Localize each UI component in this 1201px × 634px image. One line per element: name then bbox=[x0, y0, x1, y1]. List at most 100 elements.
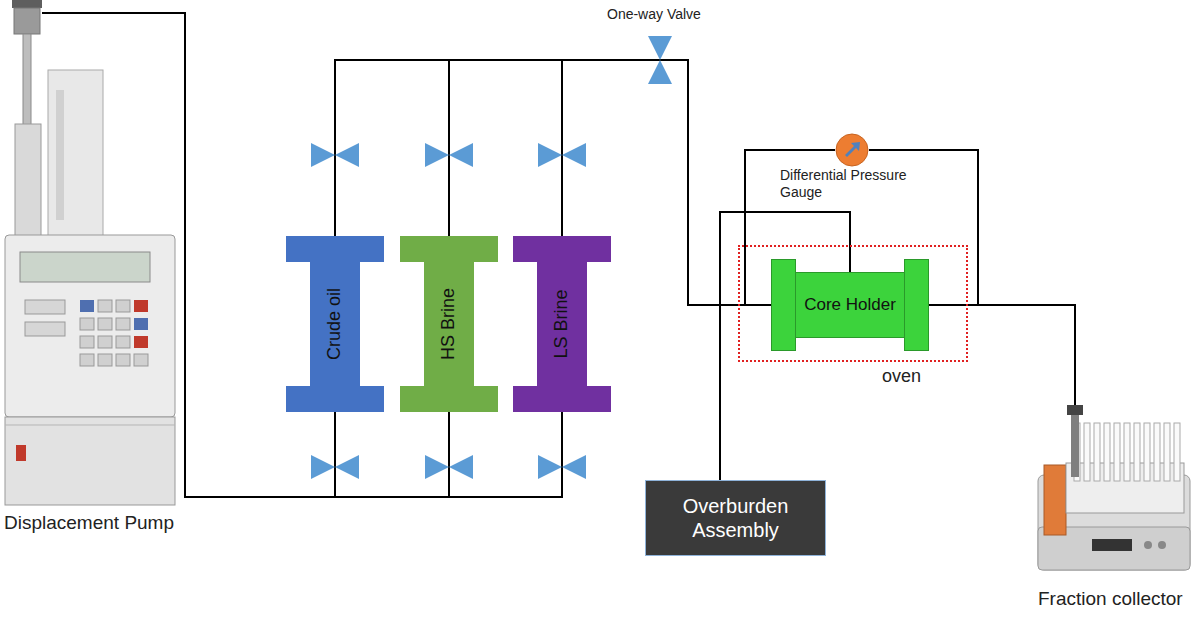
valve-symbol-part bbox=[425, 455, 449, 479]
core-holder: Core Holder bbox=[795, 272, 905, 338]
valve-label: One-way Valve bbox=[607, 6, 701, 23]
fraction-collector-illustration-part bbox=[1044, 465, 1066, 535]
cylinder-cap bbox=[286, 386, 384, 412]
node-caption: Displacement Pump bbox=[4, 512, 174, 535]
pump-illustration-part bbox=[5, 425, 175, 426]
pump-illustration-part bbox=[5, 235, 175, 417]
pump-illustration bbox=[5, 0, 181, 505]
valve-symbol-part bbox=[648, 36, 672, 60]
pump-illustration-part bbox=[116, 318, 130, 330]
fraction-collector-illustration-part bbox=[1104, 423, 1110, 481]
cylinder-cap bbox=[286, 236, 384, 262]
cylinder-cap bbox=[513, 236, 611, 262]
pipe-line bbox=[562, 60, 795, 305]
pump-illustration-part bbox=[42, 12, 181, 14]
fraction-collector-illustration-part bbox=[1134, 423, 1140, 481]
fraction-collector-illustration-part bbox=[1094, 423, 1100, 481]
pump-illustration-part bbox=[16, 445, 26, 461]
pump-illustration-part bbox=[25, 322, 65, 336]
pump-illustration-part bbox=[80, 354, 94, 366]
collector-node: Fraction collector bbox=[1030, 405, 1198, 620]
pump-illustration-part bbox=[98, 354, 112, 366]
gauge-outline bbox=[835, 133, 869, 167]
pump-illustration-part bbox=[80, 300, 94, 312]
pump-illustration-part bbox=[23, 34, 31, 126]
pump-illustration-part bbox=[98, 318, 112, 330]
fraction-collector-illustration-part bbox=[1158, 541, 1166, 549]
pump-illustration-part bbox=[98, 300, 112, 312]
fraction-collector-illustration-part bbox=[1124, 423, 1130, 481]
gauge-arrow bbox=[845, 142, 860, 157]
valve-symbol-part bbox=[425, 143, 449, 167]
pipe-line bbox=[180, 13, 562, 497]
valve-symbol-part bbox=[335, 455, 359, 479]
pump-illustration-part bbox=[5, 417, 175, 505]
pump-illustration-part bbox=[15, 124, 41, 236]
fraction-collector-illustration-part bbox=[1144, 541, 1152, 549]
pump-illustration-part bbox=[134, 300, 148, 312]
node-text: HS Brine bbox=[438, 288, 460, 360]
fluid-cylinder: LS Brine bbox=[513, 236, 611, 412]
node-caption: oven bbox=[882, 366, 921, 388]
cylinder-body bbox=[537, 262, 587, 386]
cylinder-body bbox=[424, 262, 474, 386]
valve-symbol-part bbox=[562, 143, 586, 167]
pump-illustration-part bbox=[20, 252, 150, 282]
pump-illustration-part bbox=[116, 354, 130, 366]
pipe-line bbox=[449, 60, 795, 305]
pump-illustration-part bbox=[56, 90, 64, 220]
valve-symbol-part bbox=[648, 60, 672, 84]
valve-symbol-part bbox=[538, 143, 562, 167]
fraction-collector-illustration-part bbox=[1174, 423, 1180, 481]
fraction-collector-illustration-part bbox=[1114, 423, 1120, 481]
fluid-cylinder: Crude oil bbox=[286, 236, 384, 412]
cylinder-body bbox=[310, 262, 360, 386]
pump-illustration-part bbox=[116, 300, 130, 312]
pump-node: Displacement Pump bbox=[0, 0, 180, 550]
valve-symbol-part bbox=[311, 143, 335, 167]
overburden-box: Overburden Assembly bbox=[645, 480, 826, 556]
pump-illustration-part bbox=[80, 336, 94, 348]
fraction-collector-illustration bbox=[1038, 405, 1190, 570]
fraction-collector-illustration-part bbox=[1084, 423, 1090, 481]
pump-illustration-part bbox=[14, 8, 40, 34]
pipe-line bbox=[905, 305, 1075, 405]
node-caption: Fraction collector bbox=[1038, 588, 1183, 611]
pump-illustration-part bbox=[48, 70, 103, 238]
pump-illustration-part bbox=[116, 336, 130, 348]
node-text: Overburden Assembly bbox=[652, 494, 819, 542]
cylinder-cap bbox=[400, 236, 498, 262]
pump-illustration-part bbox=[134, 318, 148, 330]
pump-illustration-part bbox=[80, 318, 94, 330]
fraction-collector-illustration-part bbox=[1067, 405, 1083, 415]
valve-symbol-part bbox=[449, 455, 473, 479]
fluid-cylinder: HS Brine bbox=[400, 236, 498, 412]
pump-illustration-part bbox=[134, 336, 148, 348]
valve-symbol-part bbox=[311, 455, 335, 479]
pressure-gauge: Differential Pressure Gauge bbox=[835, 133, 869, 167]
pump-illustration-part bbox=[134, 354, 148, 366]
cylinder-cap bbox=[513, 386, 611, 412]
node-caption: Differential Pressure Gauge bbox=[780, 167, 940, 201]
fraction-collector-illustration-part bbox=[1154, 423, 1160, 481]
gauge-circle bbox=[836, 134, 868, 166]
fraction-collector-illustration-part bbox=[1144, 423, 1150, 481]
node-text: Crude oil bbox=[324, 288, 346, 360]
fraction-collector-illustration-part bbox=[1071, 405, 1079, 477]
valve-symbol-part bbox=[562, 455, 586, 479]
pump-illustration-part bbox=[25, 300, 65, 314]
fraction-collector-illustration-part bbox=[1164, 423, 1170, 481]
valve-symbol-part bbox=[335, 143, 359, 167]
core-flange bbox=[771, 259, 796, 351]
valve-symbol-part bbox=[538, 455, 562, 479]
pump-illustration-part bbox=[98, 336, 112, 348]
oven-region: Core Holderoven bbox=[738, 245, 968, 362]
node-text: LS Brine bbox=[551, 289, 573, 358]
core-flange bbox=[904, 259, 929, 351]
fraction-collector-illustration-part bbox=[1092, 539, 1132, 551]
node-text: Core Holder bbox=[804, 295, 896, 315]
